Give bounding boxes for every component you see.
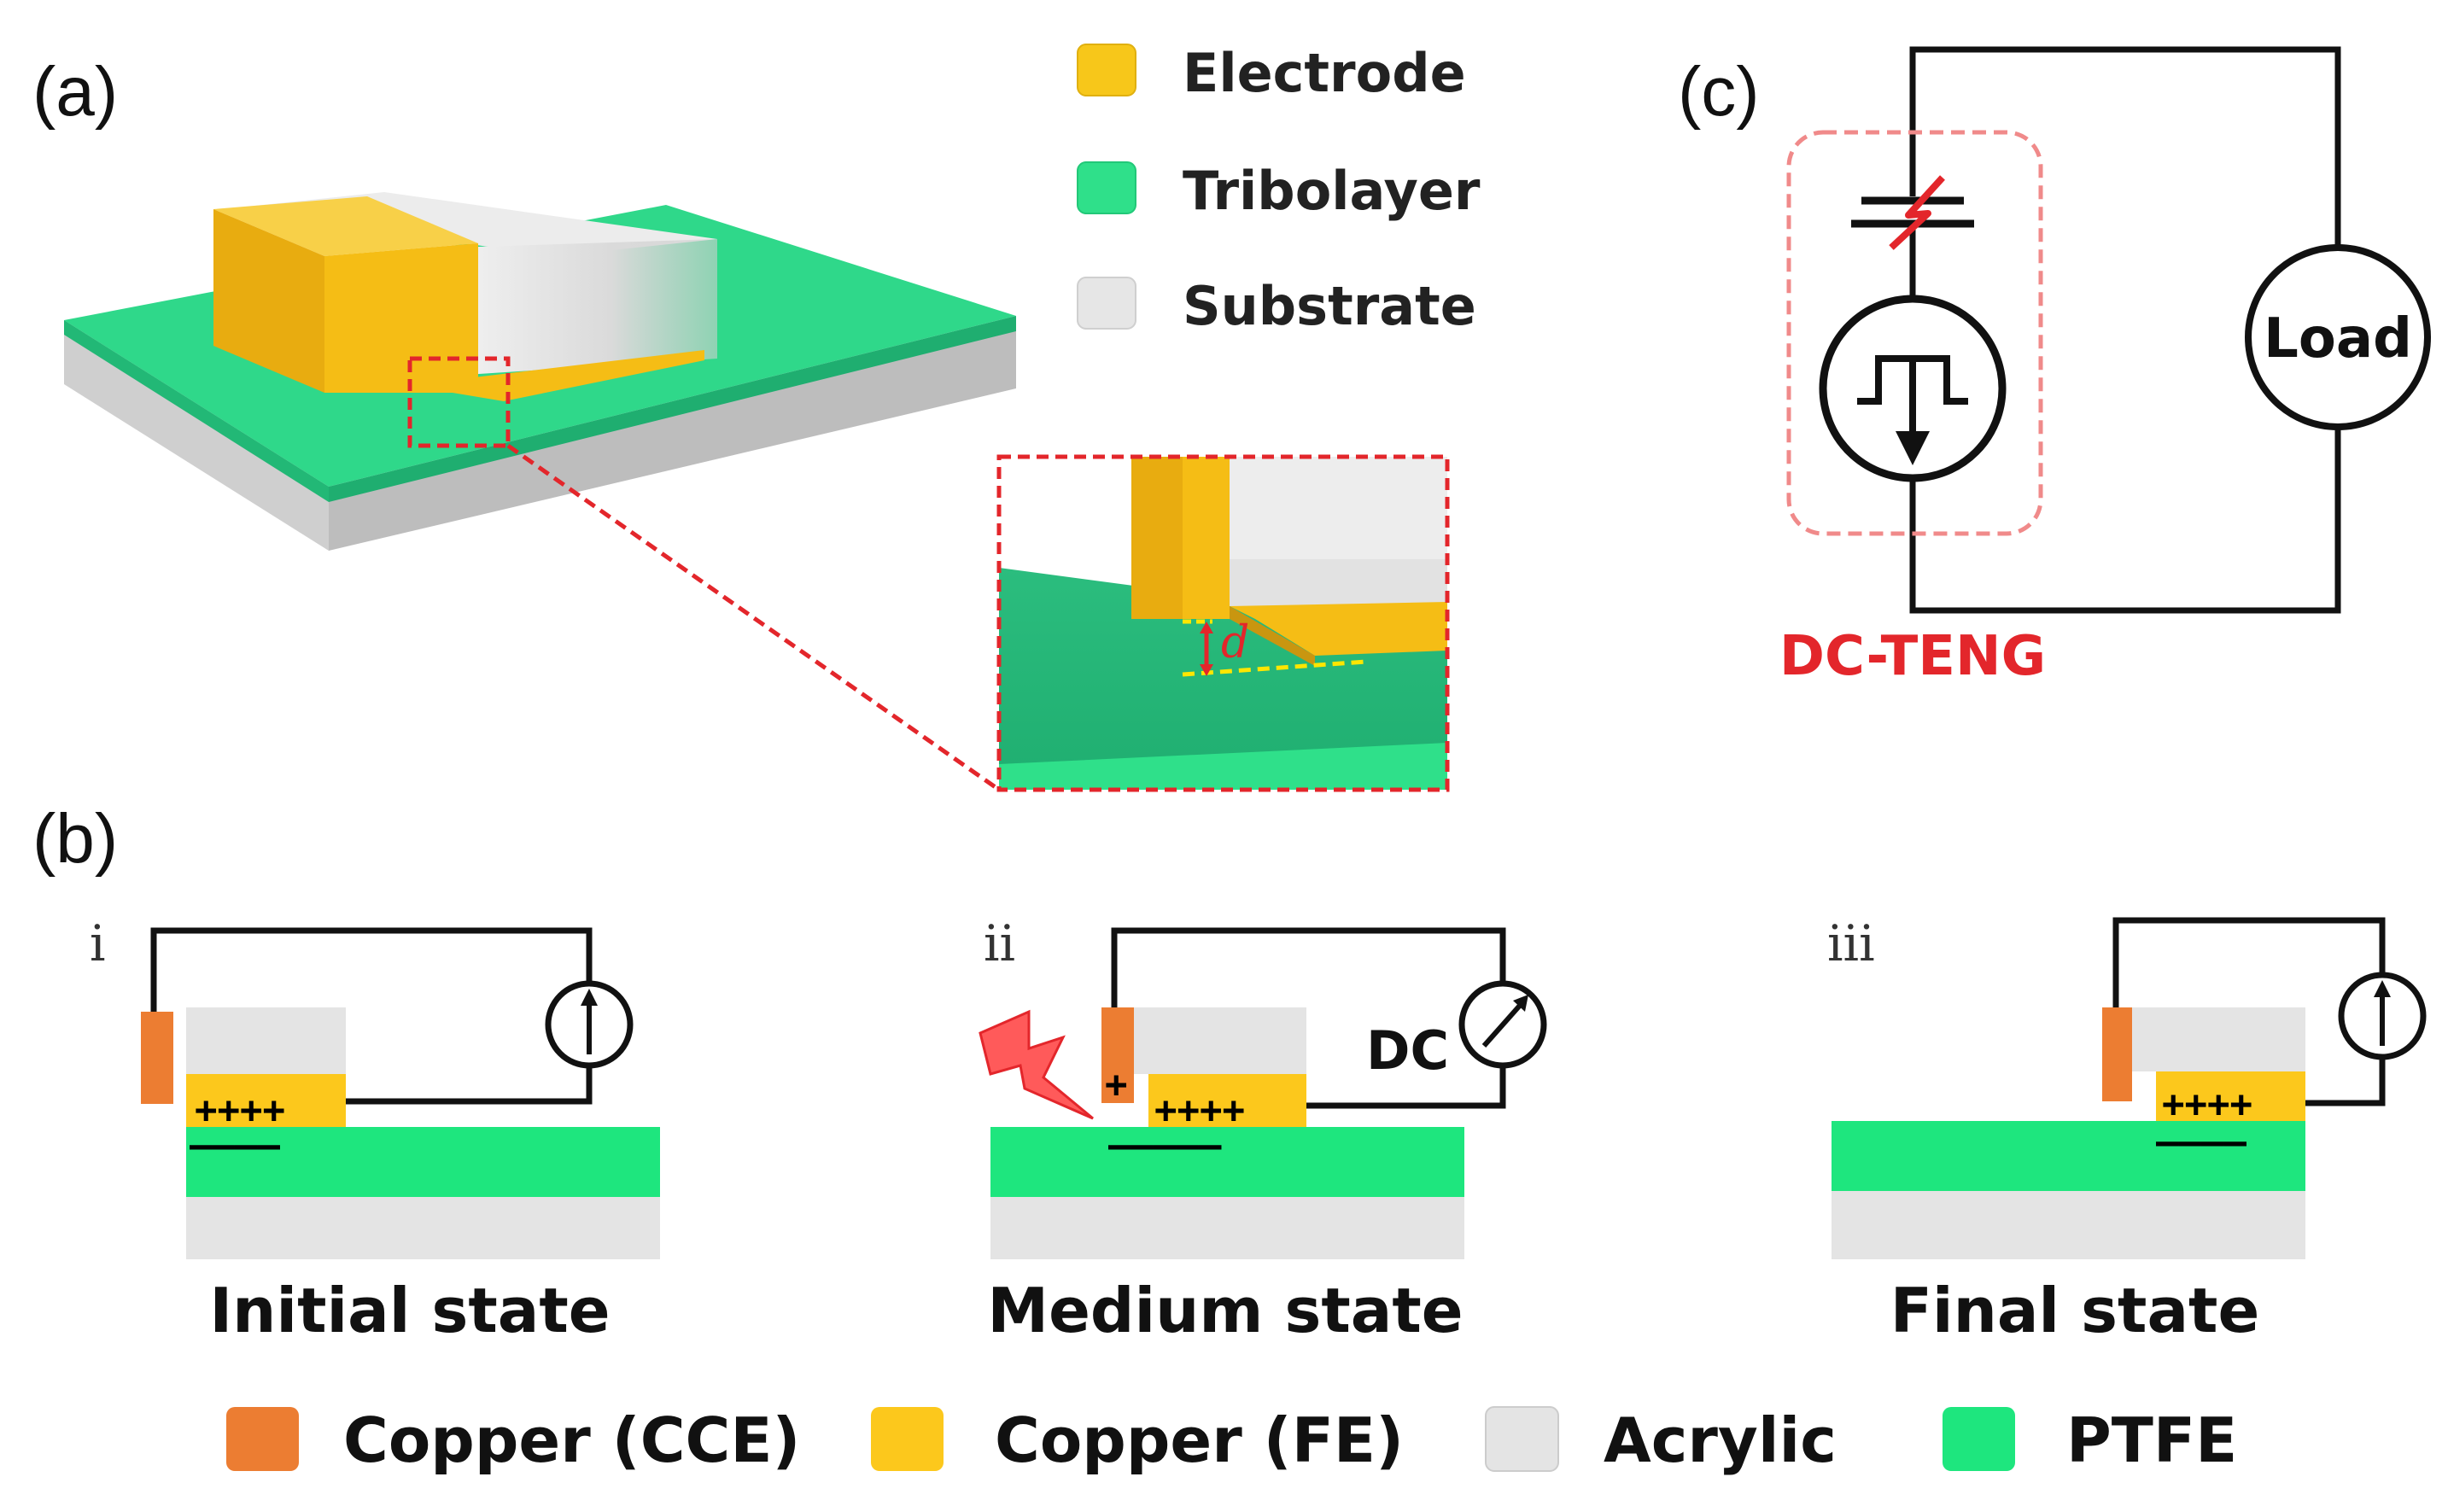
state-iii-name: Final state [1890,1275,2260,1346]
zoom-acrylic-light [1230,457,1447,559]
legend-label-acrylic: Acrylic [1604,1404,1837,1476]
legend-label-copper-fe: Copper (FE) [995,1404,1404,1476]
state-iii-ptfe-charges: –––– [2156,1120,2246,1164]
state-i-ptfe [186,1127,660,1197]
state-i-substrate [186,1195,660,1259]
legend-bottom: Copper (CCE) Copper (FE) Acrylic PTFE [226,1404,2237,1476]
circuit-wire-bottom [1909,427,2341,614]
zoom-inset: d [996,454,1450,792]
zoom-fe-shadow [1230,606,1315,666]
state-ii-ptfe-charges: ––––– [1108,1124,1222,1167]
panel-c: (c) Load DC-TENG [1678,46,2431,688]
state-ii-meter-label: DC [1366,1019,1449,1082]
state-ii-roman: ii [984,914,1015,972]
panel-a: (a) Electrode [32,42,1481,792]
zoom-inset-frame [996,454,1450,792]
state-ii-fe [1148,1074,1306,1127]
legend-label-tribolayer: Tribolayer [1183,160,1481,222]
legend-label-ptfe: PTFE [2066,1404,2237,1476]
electrode-side [324,243,478,393]
zoom-source-box [407,356,511,448]
panel-label-b: (b) [32,800,118,878]
state-ii-cce [1101,1007,1134,1103]
legend-label-copper-cce: Copper (CCE) [343,1404,800,1476]
legend-swatch-tribolayer [1077,161,1136,214]
electrode-front [213,209,324,393]
tribolayer-edge-side [329,316,1016,502]
legend-swatch-copper-cce [226,1407,299,1471]
source-arrow-head [1896,431,1930,465]
state-iii-acrylic [2130,1007,2305,1071]
state-i-name: Initial state [209,1275,610,1346]
state-ii-meter-arrowhead [1513,995,1528,1012]
state-ii-acrylic [1131,1007,1306,1074]
state-i-wire [150,927,593,1105]
state-i-roman: i [90,914,106,972]
circuit-wire-top [1909,46,2341,248]
teng-box [1786,130,2043,536]
legend-swatch-electrode [1077,44,1136,96]
substrate-front [64,320,329,551]
panel-label-a: (a) [32,53,118,131]
substrate-side [329,329,1016,551]
state-ii-name: Medium state [987,1275,1463,1346]
zoom-fe [1230,602,1447,656]
state-i-ptfe-charges: –––– [190,1124,280,1167]
legend-swatch-ptfe [1943,1407,2015,1471]
state-ii-fe-charges: ++++ [1154,1089,1245,1132]
electrode-top [213,196,478,256]
acrylic-block-side [453,239,717,376]
state-i-fe [186,1074,346,1127]
state-iii-roman: iii [1827,914,1875,972]
state-iii-fe-charges: ++++ [2162,1083,2252,1126]
state-iii-fe [2156,1071,2305,1121]
electrode-bottom-strip [453,350,704,401]
teng-label: DC-TENG [1779,625,2046,688]
state-iii-ptfe [1832,1121,2305,1191]
state-ii: ii DC + ++++ ––––– Medium state [979,914,1547,1346]
gap-arrow-head-down [1200,664,1213,676]
zoom-connector [506,443,1001,792]
state-ii-cce-charge: + [1105,1063,1128,1106]
state-i-meter-arrowhead [581,989,598,1006]
zoom-tribolayer-front [999,743,1447,790]
panel-label-c: (c) [1678,53,1760,131]
load-label: Load [2264,307,2412,371]
state-iii-meter-arrowhead [2374,980,2391,997]
state-ii-wire [1111,927,1506,1109]
zoom-cce-side [1183,457,1230,619]
zoom-gap-line [1182,659,1367,677]
legend-label-substrate: Substrate [1183,275,1476,337]
state-i: i ++++ –––– Initial state [90,914,660,1346]
state-i-fe-charges: ++++ [195,1089,285,1132]
legend-swatch-substrate [1077,277,1136,330]
state-i-acrylic [186,1007,346,1074]
state-ii-ptfe [990,1127,1464,1197]
device-3d [64,192,1016,792]
state-iii-substrate [1832,1189,2305,1259]
spark-icon [979,1009,1094,1120]
gap-label-d: d [1221,617,1249,668]
legend-label-electrode: Electrode [1183,42,1466,104]
state-iii-cce [2102,1007,2132,1101]
state-ii-substrate [990,1195,1464,1259]
state-iii: iii ++++ –––– Final state [1827,914,2427,1346]
panel-b: (b) i ++++ –––– Initial state ii DC [32,800,2427,1476]
load-element [2245,244,2431,430]
state-i-cce [141,1012,173,1104]
gap-arrow-head-up [1200,622,1213,633]
legend-swatch-acrylic [1485,1406,1559,1472]
legend-swatch-copper-fe [871,1407,944,1471]
legend-top: Electrode Tribolayer Substrate [1077,42,1481,337]
state-iii-wire [2112,917,2386,1106]
zoom-cce-front [1131,457,1183,619]
state-ii-meter-needle [1481,999,1527,1048]
spark-symbol [1889,175,1945,250]
tribolayer-edge [64,320,329,502]
